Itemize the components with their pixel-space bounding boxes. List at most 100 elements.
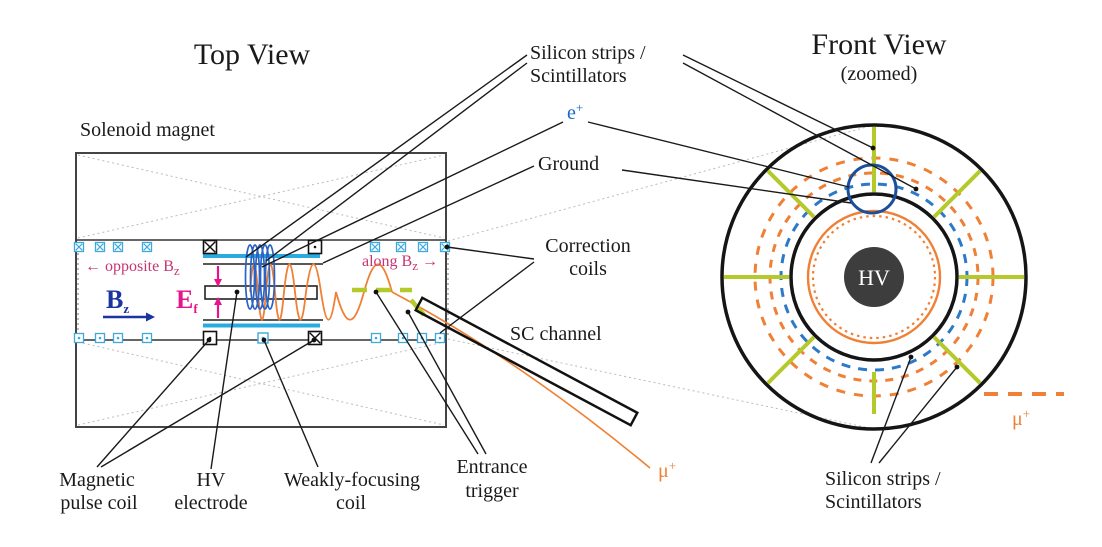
callout-endpoint-dot [405,309,411,315]
front-view-subtitle: (zoomed) [841,63,918,85]
callout-line [322,165,535,264]
current-into-page-icon [397,243,405,251]
hv-electrode-ring-dots [811,214,937,340]
sc-channel-label: SC channel [510,323,602,345]
current-into-page-icon [143,243,151,251]
current-into-page-icon [96,243,104,251]
current-out-of-page-icon [116,336,120,340]
solenoid-magnet-label: Solenoid magnet [80,119,215,141]
hv-electrode-core [844,247,904,307]
callout-line [210,291,238,470]
top-view [75,152,651,469]
arrowhead-down-icon [214,279,222,287]
callout-line [621,169,852,204]
callout-line [682,62,917,190]
detector-spoke [766,335,816,385]
correction-coils-label-2: coils [569,258,607,280]
callout-line [407,311,487,455]
callout-line [100,339,315,468]
hv-electrode-label-2: electrode [174,492,247,514]
current-into-page-icon [75,243,83,251]
solenoid-magnet-outline [75,152,447,428]
correction-coils-label-1: Correction [545,235,631,257]
along-bz-sub: z [412,258,418,273]
current-out-of-page-icon [77,336,81,340]
callout-line [878,366,958,464]
bz-symbol: Bz [106,285,129,316]
ground-label: Ground [538,153,599,175]
callout-endpoint-dot [373,289,379,295]
callout-endpoint-dot [954,364,960,370]
silicon-strips-bottom-label-2: Scintillators [825,491,922,513]
callout-endpoint-dot [261,337,267,343]
current-out-of-page-icon [401,336,405,340]
current-out-of-page-icon [374,336,378,340]
positron-spiral [244,244,276,310]
text-layer: Top View Solenoid magnet Front View (zoo… [59,28,1030,514]
opposite-bz-label: ← opposite Bz [85,258,180,278]
current-into-page-icon [114,243,122,251]
magnetic-pulse-coil-label-2: pulse coil [60,492,138,514]
front-view: HV [844,163,904,307]
callout-line [870,356,912,464]
callout-line [446,246,535,260]
muon-symbol: μ [658,460,669,482]
outer-ground-cylinder [720,123,1028,431]
current-into-page-icon [419,243,427,251]
current-out-of-page-icon [145,336,149,340]
callout-endpoint-dot [206,337,212,343]
muon-charge: + [1023,406,1030,421]
current-out-of-page-icon [98,336,102,340]
sc-channel-body [414,296,639,427]
arrowhead-up-icon [214,297,222,305]
inner-ground-cylinder [789,192,959,362]
weakly-focusing-coil-label-1: Weakly-focusing [284,469,420,491]
hv-electrode-label-1: HV [197,469,226,491]
callout-line [261,121,564,268]
detector-spoke [932,335,982,385]
ef-sub: f [193,301,198,316]
along-bz-label: along Bz → [362,253,438,273]
muon-exit-line [391,291,651,469]
positron-label: e+ [567,100,583,124]
silicon-strips-top-label-1: Silicon strips / [530,42,646,64]
callout-line [375,291,479,455]
magnetic-pulse-coil-label-1: Magnetic [59,469,135,491]
entrance-trigger-label-1: Entrance [456,456,527,478]
callout-endpoint-dot [234,289,240,295]
current-into-page-icon [371,243,379,251]
bz-arrow [103,312,155,322]
callout-line [682,54,874,149]
detector-spoke [932,169,982,219]
callout-line [245,54,528,258]
along-bz-text: along B [362,253,412,270]
current-into-page-icon [204,241,216,253]
silicon-strips-top-label-2: Scintillators [530,65,627,87]
callout-endpoint-dot [311,337,317,343]
callout-endpoint-dot [444,244,450,250]
callout-line [265,62,528,262]
top-view-title: Top View [194,38,311,71]
positron-charge: + [576,100,583,115]
silicon-strips-bottom-label-1: Silicon strips / [825,468,941,490]
weakly-focusing-coil-label-2: coil [336,492,366,514]
muon-label-topview: μ+ [658,458,676,482]
callout-line [439,261,535,334]
bz-base: B [106,285,123,314]
callout-endpoint-dot [870,145,876,151]
opposite-bz-text: ← opposite B [85,258,174,275]
callout-line [96,339,210,468]
muon-sine-trajectory [249,263,393,321]
positron-symbol: e [567,102,576,124]
entrance-trigger-label-2: trigger [465,480,519,502]
arrowhead-right-icon [146,312,155,322]
bz-sub: z [123,301,129,316]
muon-symbol: μ [1012,408,1023,430]
current-out-of-page-icon [438,336,442,340]
guide-dotted-line [447,124,875,242]
muon-charge: + [669,458,676,473]
current-out-of-page-icon [313,245,317,249]
scintillator-bar-bottom [203,323,320,328]
